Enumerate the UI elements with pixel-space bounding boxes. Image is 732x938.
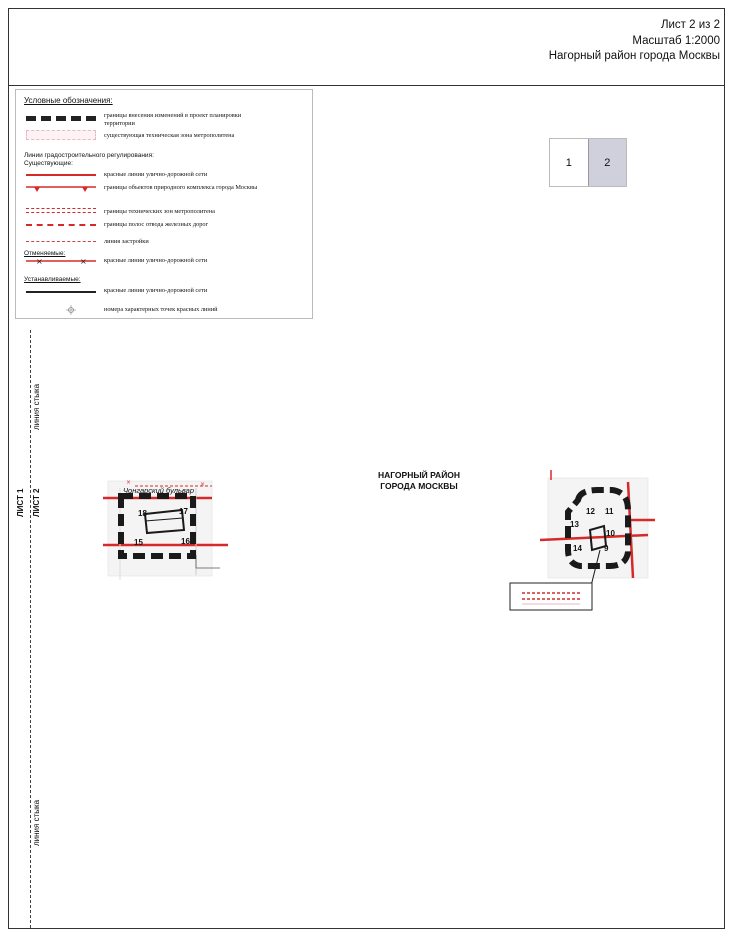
legend-item-boundary-cont: территории (104, 120, 135, 127)
sheet-district: Нагорный район города Москвы (548, 50, 720, 62)
legend-item-metro-boundary: границы технических зон метрополитена (104, 208, 215, 215)
join-line (30, 330, 31, 928)
district-label-line1: НАГОРНЫЙ РАЙОН (377, 470, 461, 480)
sheet-number: Лист 2 из 2 (660, 19, 720, 31)
metro-tech-zone-icon (26, 130, 96, 140)
legend-item-nature: границы объектов природного комплекса го… (104, 184, 258, 191)
left-boundary (118, 493, 196, 559)
point-15: 15 (134, 538, 143, 547)
legend-item-building-line: линия застройки (104, 238, 149, 245)
sheet-index-cell-1[interactable]: 1 (565, 156, 572, 169)
legend-item-cancelled: красные линии улично-дорожной сети (104, 257, 208, 264)
legend-item-metro-zone: существующая техническая зона метрополит… (104, 132, 235, 139)
point-13: 13 (570, 520, 579, 529)
point-11: 11 (605, 507, 614, 516)
sheet-index-cell-2[interactable]: 2 (587, 139, 626, 186)
building-line-icon (26, 241, 96, 242)
nature-boundary-icon (26, 185, 96, 193)
legend-cancelled-label: Отменяемые: (24, 250, 66, 257)
legend-item-established: красные линии улично-дорожной сети (104, 287, 208, 294)
street-label: Чонгарский бульвар (123, 486, 194, 495)
header-band (8, 8, 725, 86)
point-17: 17 (179, 507, 188, 516)
cancelled-red-line-icon: ×× (26, 257, 96, 267)
railway-boundary-icon (26, 224, 96, 226)
legend-item-point-number: номера характерных точек красных линий (104, 306, 218, 313)
legend: Условные обозначения: границы внесения и… (15, 89, 313, 319)
svg-text:×: × (126, 479, 131, 486)
point-number-icon (26, 303, 96, 315)
right-boundary (565, 487, 631, 569)
right-fragment: 12 11 13 10 14 9 (509, 470, 655, 611)
metro-zone-boundary-icon (26, 208, 96, 213)
legend-existing-label: Существующие: (24, 160, 73, 167)
red-line-icon (26, 174, 96, 176)
point-16: 16 (181, 537, 190, 546)
legend-item-railway: границы полос отвода железных дорог (104, 221, 209, 228)
legend-title: Условные обозначения: (24, 96, 113, 105)
svg-text:×: × (80, 257, 87, 266)
right-building (588, 524, 608, 552)
svg-text:×: × (200, 481, 205, 488)
point-14: 14 (573, 544, 582, 553)
left-fragment: × × Чонгарский бульвар 18 17 15 16 (103, 479, 228, 580)
district-label: НАГОРНЫЙ РАЙОН ГОРОДА МОСКВЫ (365, 470, 473, 492)
sheet-info: Лист 2 из 2 Масштаб 1:2000 Нагорный райо… (549, 18, 720, 65)
point-12: 12 (586, 507, 595, 516)
legend-section-title: Линии градостроительного регулирования: (24, 152, 154, 159)
legend-item-red-line: красные линии улично-дорожной сети (104, 171, 208, 178)
point-10: 10 (606, 529, 615, 538)
sheet-scale: Масштаб 1:2000 (632, 34, 720, 47)
sheet-frame (8, 8, 725, 929)
right-red-line-v (626, 481, 635, 579)
sheet-index: 1 2 (549, 138, 627, 187)
point-18: 18 (138, 509, 147, 518)
legend-item-boundary: границы внесения изменений в проект план… (104, 112, 242, 119)
district-label-line2: ГОРОДА МОСКВЫ (380, 481, 458, 491)
right-inset-box (509, 582, 593, 611)
new-red-line-icon (26, 291, 96, 293)
boundary-dash-icon (26, 116, 96, 121)
point-9: 9 (604, 544, 609, 553)
left-building (143, 508, 186, 535)
legend-established-label: Устанавливаемые: (24, 276, 81, 283)
svg-text:×: × (36, 257, 43, 266)
